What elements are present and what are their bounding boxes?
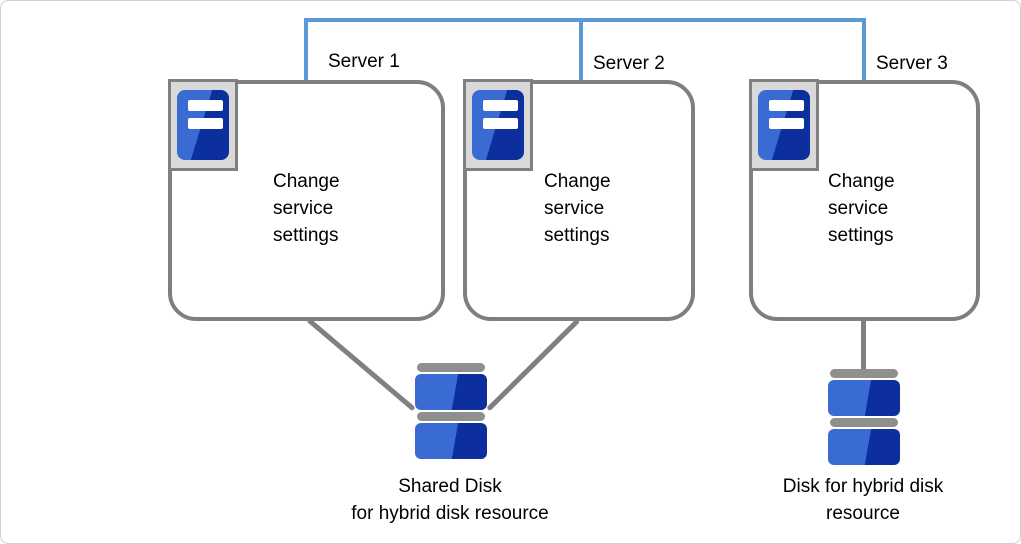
server-tower-icon bbox=[758, 90, 810, 160]
server-tower-icon bbox=[177, 90, 229, 160]
network-line-horizontal bbox=[304, 18, 866, 22]
disk-cap bbox=[417, 412, 485, 421]
tower-drive-bay bbox=[483, 118, 518, 129]
server2-body-text: Change service settings bbox=[544, 171, 611, 246]
shared-disk-label: Shared Disk for hybrid disk resource bbox=[351, 476, 549, 524]
disk-cap bbox=[830, 418, 898, 427]
server3-icon-frame bbox=[749, 79, 819, 171]
tower-drive-bay bbox=[769, 100, 804, 111]
network-drop-line-server1 bbox=[304, 18, 308, 82]
hybrid-disk-icon bbox=[828, 369, 900, 465]
connector-server1-to-shared-disk bbox=[306, 317, 416, 411]
server2-label: Server 2 bbox=[593, 53, 665, 74]
server3-body-text: Change service settings bbox=[828, 171, 895, 246]
disk-platter bbox=[828, 380, 900, 416]
server-tower-icon bbox=[472, 90, 524, 160]
server3-label: Server 3 bbox=[876, 53, 948, 74]
disk-cap bbox=[830, 369, 898, 378]
server1-body-text: Change service settings bbox=[273, 171, 340, 246]
hybrid-disk-label: Disk for hybrid disk resource bbox=[782, 476, 944, 524]
server1-label: Server 1 bbox=[328, 51, 400, 72]
network-drop-line-server3 bbox=[862, 18, 866, 82]
shared-disk-icon bbox=[415, 363, 487, 459]
disk-platter bbox=[415, 423, 487, 459]
tower-drive-bay bbox=[483, 100, 518, 111]
server2-icon-frame bbox=[463, 79, 533, 171]
disk-platter bbox=[828, 429, 900, 465]
connector-server3-to-disk bbox=[861, 320, 866, 369]
tower-drive-bay bbox=[769, 118, 804, 129]
tower-drive-bay bbox=[188, 100, 223, 111]
tower-drive-bay bbox=[188, 118, 223, 129]
disk-cap bbox=[417, 363, 485, 372]
server1-icon-frame bbox=[168, 79, 238, 171]
network-drop-line-server2 bbox=[579, 18, 583, 82]
connector-server2-to-shared-disk bbox=[486, 317, 581, 411]
disk-platter bbox=[415, 374, 487, 410]
